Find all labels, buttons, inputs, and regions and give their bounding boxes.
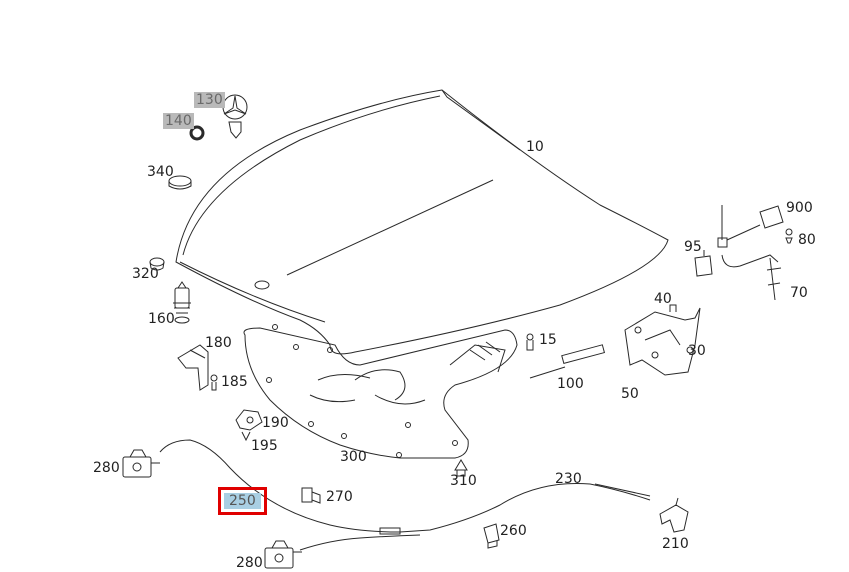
ball-stud[interactable] [526,333,534,351]
callout-130[interactable]: 130 [194,92,225,108]
callout-230[interactable]: 230 [555,471,582,487]
hood-panel[interactable] [175,89,669,355]
gas-strut[interactable] [529,344,606,379]
hood-latch-lower[interactable] [264,540,302,569]
callout-160[interactable]: 160 [148,311,175,327]
callout-180[interactable]: 180 [205,335,232,351]
emblem-seal-ring[interactable] [189,125,205,141]
callout-185[interactable]: 185 [221,374,248,390]
callout-280-lower[interactable]: 280 [236,555,263,571]
callout-195[interactable]: 195 [251,438,278,454]
retaining-clip[interactable] [454,459,468,477]
callout-280-upper[interactable]: 280 [93,460,120,476]
washer-nozzle-assembly[interactable] [717,205,793,301]
callout-900[interactable]: 900 [786,200,813,216]
callout-50[interactable]: 50 [621,386,639,402]
star-emblem[interactable] [222,94,248,139]
callout-310[interactable]: 310 [450,473,477,489]
callout-250-selected[interactable]: 250 [218,487,267,515]
grommet[interactable] [168,175,192,190]
callout-210[interactable]: 210 [662,536,689,552]
callout-260[interactable]: 260 [500,523,527,539]
callout-30[interactable]: 30 [688,343,706,359]
rubber-buffer[interactable] [149,257,165,271]
release-handle[interactable] [659,497,689,533]
striker-bolt[interactable] [173,281,191,324]
callout-95[interactable]: 95 [684,239,702,255]
callout-80[interactable]: 80 [798,232,816,248]
hood-hinge-right[interactable] [624,304,701,376]
callout-340[interactable]: 340 [147,164,174,180]
callout-40[interactable]: 40 [654,291,672,307]
hood-hinge-left[interactable] [177,344,218,391]
insulation-mat[interactable] [243,324,518,459]
release-cable[interactable] [159,439,651,551]
callout-320[interactable]: 320 [132,266,159,282]
callout-100[interactable]: 100 [557,376,584,392]
bracket[interactable] [694,250,713,277]
hood-latch-upper[interactable] [122,449,160,478]
safety-catch[interactable] [235,409,263,442]
cable-clip[interactable] [301,487,321,504]
callout-10[interactable]: 10 [526,139,544,155]
callout-140[interactable]: 140 [163,113,194,129]
callout-300[interactable]: 300 [340,449,367,465]
clip[interactable] [483,523,500,549]
callout-190[interactable]: 190 [262,415,289,431]
callout-270[interactable]: 270 [326,489,353,505]
callout-15[interactable]: 15 [539,332,557,348]
callout-70[interactable]: 70 [790,285,808,301]
